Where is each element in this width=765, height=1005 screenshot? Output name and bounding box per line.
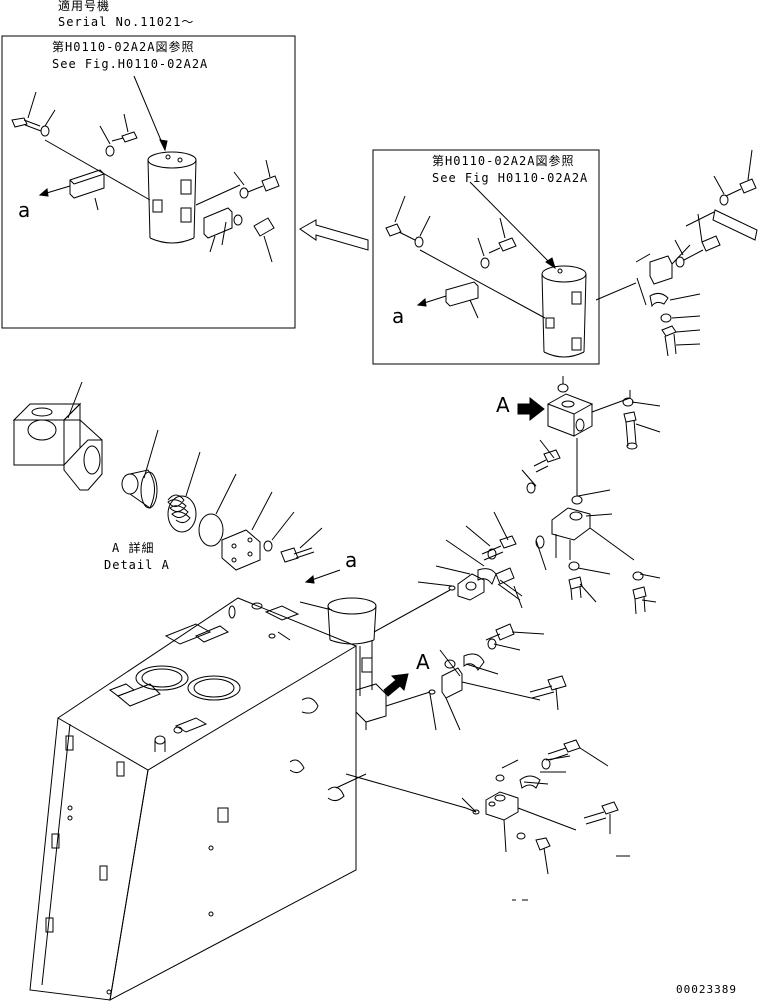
callout-A-upper: A (496, 393, 510, 417)
detail-a-assembly (14, 382, 322, 570)
detail-a-title-en: Detail A (104, 558, 170, 572)
serial-number-label: Serial No.11021～ (58, 15, 195, 29)
callout-a-main: a (345, 548, 358, 572)
callout-A-lower: A (416, 650, 430, 674)
hydraulic-tank (30, 570, 450, 1000)
inset-frame-upper-left (2, 36, 295, 328)
inset-ul-callout-a: a (18, 198, 31, 222)
piping-fittings (336, 376, 660, 900)
inset-ur-callout-a: a (392, 304, 405, 328)
arrow-A-upper (518, 398, 544, 420)
inset-ul-ref-en: See Fig.H0110-02A2A (52, 57, 209, 71)
inset-ur-filter-assembly (386, 182, 586, 357)
inset-ur-ref-en: See Fig H0110-02A2A (432, 171, 589, 185)
inset-ur-ref-jp: 第H0110-02A2A図参照 (432, 154, 575, 168)
transfer-arrow (300, 220, 368, 250)
arrow-A-lower (384, 674, 408, 696)
inset-ul-ref-jp: 第H0110-02A2A図参照 (52, 40, 195, 54)
support-bracket-group (596, 150, 757, 356)
applicable-model-jp-label: 適用号機 (58, 0, 111, 13)
inset-ul-filter-assembly (12, 76, 279, 262)
drawing-number: 00023389 (676, 983, 737, 996)
inset-frame-upper-right (373, 150, 599, 364)
detail-a-title-jp: A 詳細 (112, 541, 155, 555)
